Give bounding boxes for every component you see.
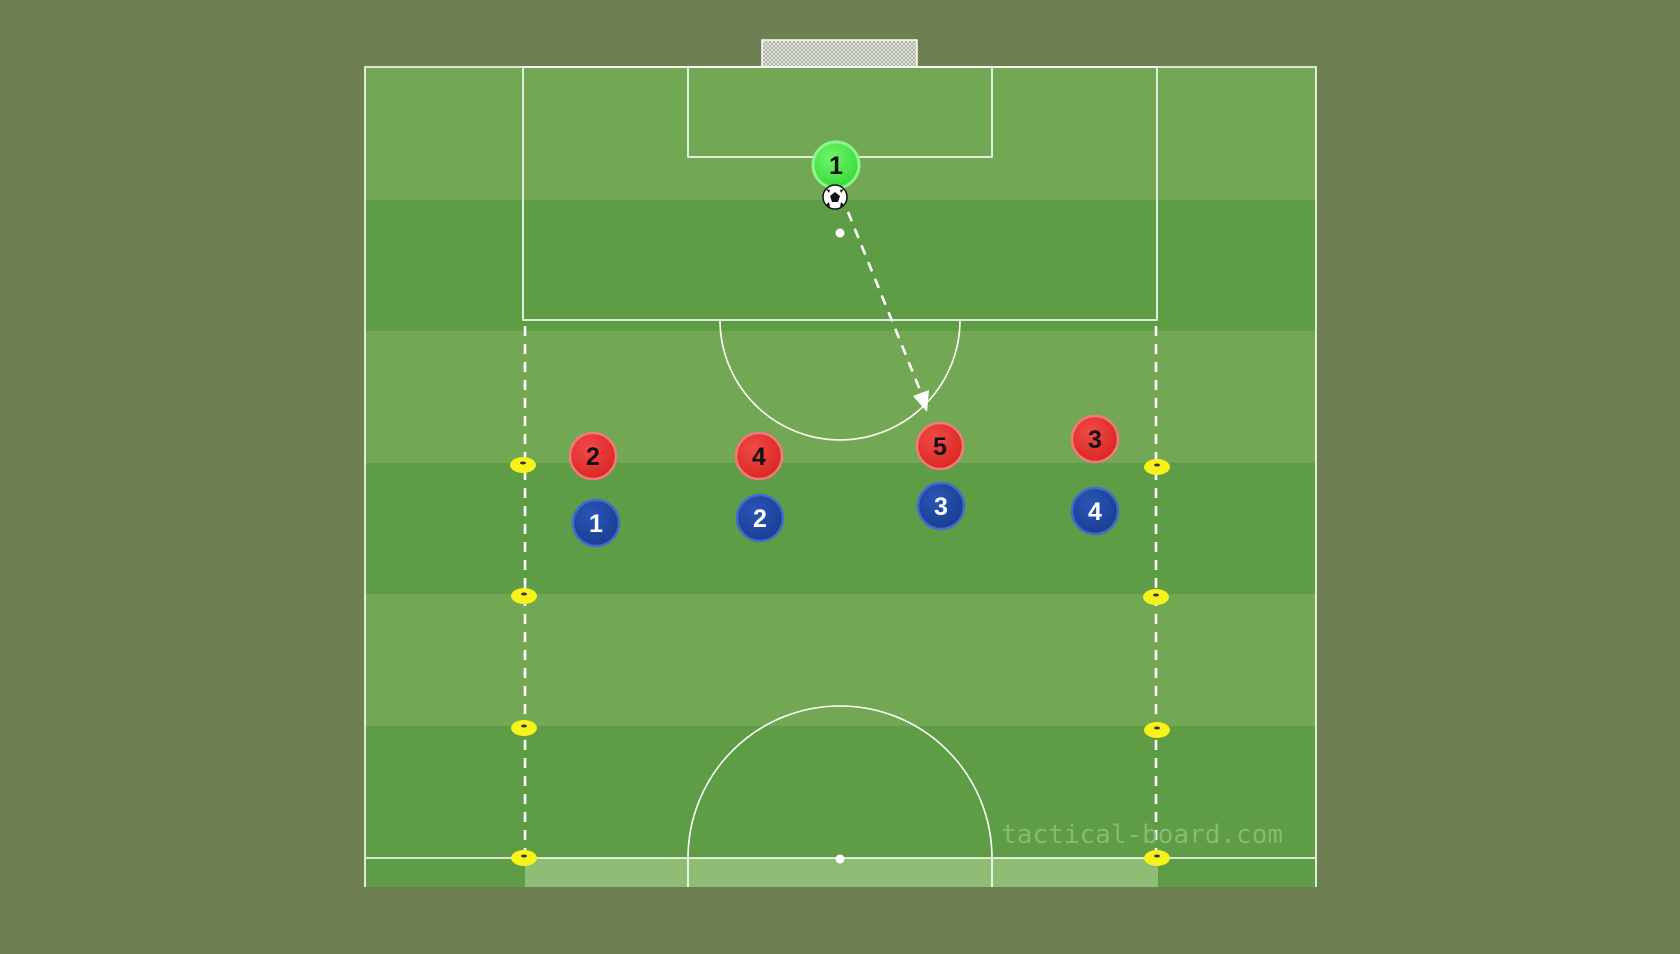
red-team: 2 4 5 3 — [568, 414, 1120, 481]
red-player-4[interactable]: 4 — [734, 431, 784, 481]
blue-player-2[interactable]: 2 — [735, 493, 785, 543]
blue-player-4[interactable]: 4 — [1070, 486, 1120, 536]
player-number: 4 — [1088, 498, 1102, 526]
center-spot — [835, 854, 845, 864]
blue-team: 1 2 3 4 — [571, 481, 1120, 548]
red-player-5[interactable]: 5 — [915, 421, 965, 471]
cones — [510, 457, 1170, 866]
blue-player-3[interactable]: 3 — [916, 481, 966, 531]
cone — [511, 588, 537, 604]
player-number: 2 — [586, 443, 600, 471]
goal-net — [761, 39, 918, 68]
cone — [1144, 459, 1170, 475]
cone — [1143, 589, 1169, 605]
pass-arrow — [846, 211, 929, 412]
player-number: 5 — [933, 433, 947, 461]
penalty-arc — [719, 319, 961, 441]
goalkeeper-player[interactable]: 1 — [811, 140, 861, 190]
blue-player-1[interactable]: 1 — [571, 498, 621, 548]
soccer-ball-icon[interactable] — [822, 184, 848, 210]
penalty-spot — [835, 228, 845, 238]
red-player-3[interactable]: 3 — [1070, 414, 1120, 464]
cone — [1144, 722, 1170, 738]
player-number: 2 — [753, 505, 767, 533]
cone — [510, 457, 536, 473]
red-player-2[interactable]: 2 — [568, 431, 618, 481]
player-number: 4 — [752, 443, 766, 471]
player-number: 1 — [589, 510, 603, 538]
cone — [1144, 850, 1170, 866]
player-number: 3 — [1088, 426, 1102, 454]
goalkeeper-number: 1 — [829, 152, 843, 180]
watermark-text: tactical-board.com — [1001, 820, 1283, 850]
center-circle — [687, 705, 993, 887]
cone — [511, 720, 537, 736]
cone — [511, 850, 537, 866]
player-number: 3 — [934, 493, 948, 521]
